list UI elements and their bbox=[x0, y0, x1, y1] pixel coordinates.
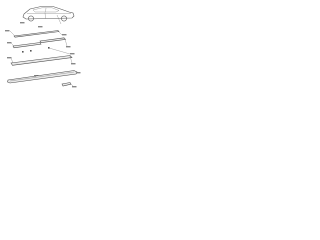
ref-marker bbox=[5, 30, 10, 32]
front-door-moulding-strip bbox=[12, 42, 42, 49]
car-body-outline bbox=[22, 6, 75, 20]
front-wheel-icon bbox=[28, 15, 34, 22]
clip-icon bbox=[48, 47, 50, 49]
leader-line bbox=[76, 71, 79, 74]
roof-moulding-part bbox=[9, 30, 63, 38]
clip-icon bbox=[30, 50, 32, 52]
vehicle-body-illustration bbox=[22, 6, 75, 25]
ref-marker bbox=[62, 34, 67, 36]
rear-wheel-icon bbox=[61, 15, 67, 22]
car-window-line bbox=[32, 7, 60, 13]
ref-marker bbox=[7, 42, 12, 44]
sill-garnish-part bbox=[7, 70, 79, 84]
leader-line bbox=[48, 47, 71, 55]
end-cap-shape bbox=[61, 82, 72, 87]
moulding-parts-diagram bbox=[5, 6, 81, 88]
ref-marker bbox=[7, 57, 12, 59]
clip-parts bbox=[22, 47, 71, 55]
leader-line-vehicle bbox=[56, 14, 62, 25]
rear-door-moulding-strip bbox=[39, 37, 67, 43]
ref-marker bbox=[72, 86, 77, 88]
leader-line bbox=[64, 38, 68, 47]
ref-marker bbox=[38, 26, 43, 28]
ref-marker bbox=[76, 72, 81, 74]
leader-line bbox=[70, 83, 74, 87]
leader-line bbox=[10, 57, 14, 64]
sill-garnish-strip bbox=[7, 70, 78, 84]
leader-line bbox=[9, 30, 16, 37]
ref-marker bbox=[70, 53, 75, 55]
side-sill-moulding-strip bbox=[10, 55, 73, 66]
end-cap-part bbox=[61, 82, 74, 87]
ref-marker bbox=[66, 46, 71, 48]
clip-icon bbox=[22, 51, 24, 53]
garnish-inner-line bbox=[9, 71, 75, 82]
leader-line bbox=[10, 42, 15, 47]
side-sill-moulding-part bbox=[10, 55, 73, 66]
front-door-moulding-part bbox=[10, 42, 42, 49]
leader-line bbox=[57, 30, 63, 36]
ref-marker bbox=[71, 63, 76, 65]
leader-line bbox=[69, 55, 73, 64]
ref-marker bbox=[20, 22, 25, 24]
rear-door-moulding-part bbox=[39, 37, 68, 47]
roof-moulding-strip bbox=[13, 30, 60, 38]
leader-line bbox=[34, 75, 37, 78]
car-pillar-line bbox=[45, 7, 47, 13]
